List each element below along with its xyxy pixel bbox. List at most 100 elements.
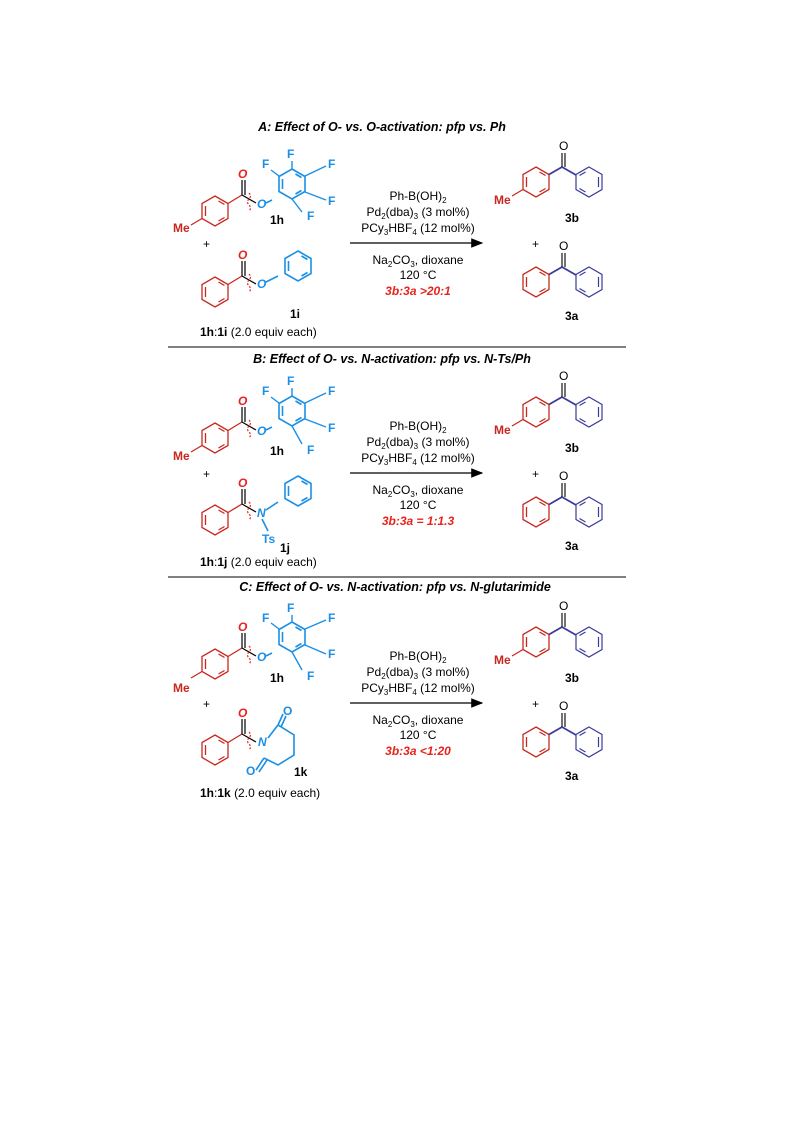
fluorine-label: F xyxy=(307,669,314,683)
ketone-oxygen: O xyxy=(559,699,568,713)
methyl-label: Me xyxy=(173,681,190,695)
conditions-a: Ph-B(OH)2 Pd2(dba)3 (3 mol%) PCy3HBF4 (1… xyxy=(350,189,484,298)
compound-label-1h: 1h xyxy=(270,444,284,458)
carbonyl-oxygen-1i: O xyxy=(238,248,248,262)
methyl-label: Me xyxy=(173,221,190,235)
compound-label-1h: 1h xyxy=(270,213,284,227)
equiv-note-b: 1h:1j (2.0 equiv each) xyxy=(200,555,317,569)
plus-sign: + xyxy=(203,467,210,481)
product-label-3b: 3b xyxy=(565,211,579,225)
imide-nitrogen-1k: N xyxy=(258,735,267,749)
plus-sign: + xyxy=(532,467,539,481)
compound-label-1h: 1h xyxy=(270,671,284,685)
section-b-title: B: Effect of O- vs. N-activation: pfp vs… xyxy=(253,352,531,366)
svg-text:Ph-B(OH)2: Ph-B(OH)2 xyxy=(389,189,447,205)
product-3a-b: O 3a xyxy=(522,469,603,553)
carbonyl-oxygen-1h: O xyxy=(238,620,248,634)
compound-label-1j: 1j xyxy=(280,541,290,555)
plus-sign: + xyxy=(203,237,210,251)
product-label-3a: 3a xyxy=(565,539,579,553)
ketone-oxygen: O xyxy=(559,599,568,613)
section-b: B: Effect of O- vs. N-activation: pfp vs… xyxy=(173,352,603,569)
plus-sign: + xyxy=(203,697,210,711)
ketone-oxygen: O xyxy=(559,369,568,383)
svg-text:Na2CO3, dioxane: Na2CO3, dioxane xyxy=(373,713,464,729)
fluorine-label: F xyxy=(287,147,294,161)
fluorine-label: F xyxy=(328,421,335,435)
product-3b-a: O Me 3b xyxy=(494,139,603,225)
fluorine-label: F xyxy=(328,194,335,208)
selectivity-ratio-a: 3b:3a >20:1 xyxy=(385,284,451,298)
carbonyl-oxygen-1h: O xyxy=(238,394,248,408)
compound-1h-structure-c: O O F F F F F Me 1h xyxy=(173,601,335,695)
svg-text:PCy3HBF4 (12 mol%): PCy3HBF4 (12 mol%) xyxy=(361,451,475,467)
svg-text:PCy3HBF4 (12 mol%): PCy3HBF4 (12 mol%) xyxy=(361,681,475,697)
fluorine-label: F xyxy=(307,443,314,457)
fluorine-label: F xyxy=(262,611,269,625)
temperature: 120 °C xyxy=(400,498,437,512)
plus-sign: + xyxy=(532,237,539,251)
compound-1i-structure: O O 1i xyxy=(201,248,312,321)
ketone-oxygen: O xyxy=(559,239,568,253)
equiv-note-a: 1h:1i (2.0 equiv each) xyxy=(200,325,317,339)
fluorine-label: F xyxy=(328,611,335,625)
imide-oxygen: O xyxy=(283,704,292,718)
compound-1k-structure: O N O O 1k xyxy=(201,704,308,779)
methyl-label: Me xyxy=(494,193,511,207)
ketone-oxygen: O xyxy=(559,469,568,483)
product-3a-c: O 3a xyxy=(522,699,603,783)
fluorine-label: F xyxy=(328,157,335,171)
temperature: 120 °C xyxy=(400,268,437,282)
methyl-label: Me xyxy=(494,653,511,667)
compound-1j-structure: O N Ts 1j xyxy=(201,475,312,555)
ester-oxygen-1i: O xyxy=(257,277,267,291)
section-c: C: Effect of O- vs. N-activation: pfp vs… xyxy=(173,580,603,800)
fluorine-label: F xyxy=(328,647,335,661)
svg-text:1h:1i (2.0 equiv each): 1h:1i (2.0 equiv each) xyxy=(200,325,317,339)
temperature: 120 °C xyxy=(400,728,437,742)
tosyl-label: Ts xyxy=(262,532,275,546)
amide-nitrogen-1j: N xyxy=(257,506,266,520)
svg-text:Pd2(dba)3 (3 mol%): Pd2(dba)3 (3 mol%) xyxy=(367,665,470,681)
carbonyl-oxygen-1k: O xyxy=(238,706,248,720)
svg-text:Ph-B(OH)2: Ph-B(OH)2 xyxy=(389,419,447,435)
section-c-title: C: Effect of O- vs. N-activation: pfp vs… xyxy=(239,580,551,594)
product-label-3b: 3b xyxy=(565,441,579,455)
product-3a-a: O 3a xyxy=(522,239,603,323)
compound-label-1k: 1k xyxy=(294,765,308,779)
compound-1h-structure-b: O O F F F F F Me 1h xyxy=(173,374,335,463)
svg-text:Na2CO3, dioxane: Na2CO3, dioxane xyxy=(373,483,464,499)
svg-text:Pd2(dba)3 (3 mol%): Pd2(dba)3 (3 mol%) xyxy=(367,205,470,221)
svg-text:Ph-B(OH)2: Ph-B(OH)2 xyxy=(389,649,447,665)
equiv-note-c: 1h:1k (2.0 equiv each) xyxy=(200,786,320,800)
methyl-label: Me xyxy=(494,423,511,437)
fluorine-label: F xyxy=(262,384,269,398)
ester-oxygen-1h: O xyxy=(257,424,267,438)
carbonyl-oxygen-1h: O xyxy=(238,167,248,181)
selectivity-ratio-c: 3b:3a <1:20 xyxy=(385,744,451,758)
svg-text:PCy3HBF4 (12 mol%): PCy3HBF4 (12 mol%) xyxy=(361,221,475,237)
ketone-oxygen: O xyxy=(559,139,568,153)
fluorine-label: F xyxy=(287,601,294,615)
selectivity-ratio-b: 3b:3a = 1:1.3 xyxy=(382,514,455,528)
product-label-3a: 3a xyxy=(565,309,579,323)
svg-text:1h:1j (2.0 equiv each): 1h:1j (2.0 equiv each) xyxy=(200,555,317,569)
fluorine-label: F xyxy=(262,157,269,171)
conditions-b: Ph-B(OH)2 Pd2(dba)3 (3 mol%) PCy3HBF4 (1… xyxy=(350,419,484,528)
svg-text:Na2CO3, dioxane: Na2CO3, dioxane xyxy=(373,253,464,269)
imide-oxygen: O xyxy=(246,764,255,778)
fluorine-label: F xyxy=(328,384,335,398)
ester-oxygen-1h: O xyxy=(257,197,267,211)
methyl-label: Me xyxy=(173,449,190,463)
product-3b-c: O Me 3b xyxy=(494,599,603,685)
conditions-c: Ph-B(OH)2 Pd2(dba)3 (3 mol%) PCy3HBF4 (1… xyxy=(350,649,484,758)
fluorine-label: F xyxy=(287,374,294,388)
svg-text:1h:1k (2.0 equiv each): 1h:1k (2.0 equiv each) xyxy=(200,786,320,800)
ester-oxygen-1h: O xyxy=(257,650,267,664)
section-a: A: Effect of O- vs. O-activation: pfp vs… xyxy=(173,120,603,339)
fluorine-label: F xyxy=(307,209,314,223)
compound-label-1i: 1i xyxy=(290,307,300,321)
product-label-3b: 3b xyxy=(565,671,579,685)
carbonyl-oxygen-1j: O xyxy=(238,476,248,490)
